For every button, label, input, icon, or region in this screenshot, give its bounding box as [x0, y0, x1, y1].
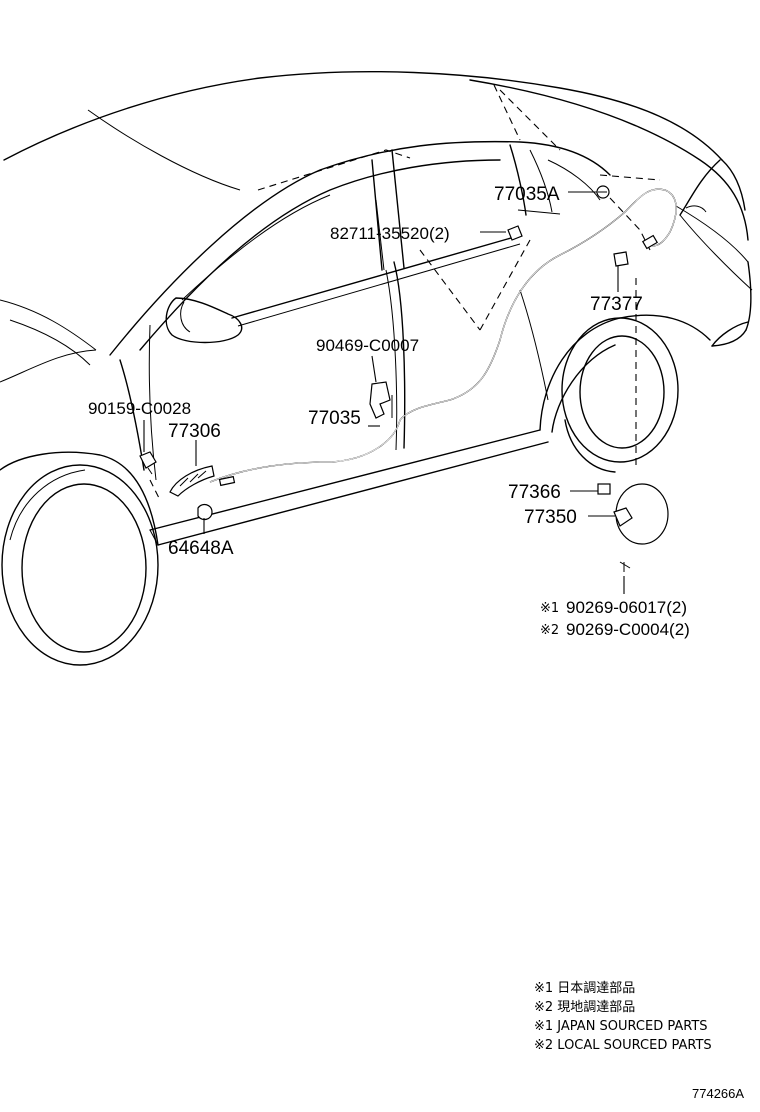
label-77035a: 77035A — [494, 184, 560, 205]
note-3: ※1 JAPAN SOURCED PARTS — [534, 1019, 708, 1034]
label-90469-c0007: 90469-C0007 — [316, 336, 419, 355]
component-shapes — [139, 185, 669, 572]
front-wheel — [1, 464, 159, 666]
label-77366: 77366 — [508, 482, 561, 503]
label-77377: 77377 — [590, 294, 643, 315]
diagram-code: 774266A — [692, 1086, 744, 1101]
lever-77306 — [169, 465, 215, 497]
dashed-callouts — [149, 84, 661, 501]
fastener-2-mark: ※2 — [540, 623, 559, 638]
label-77350: 77350 — [524, 507, 577, 528]
screw-90269 — [619, 561, 631, 572]
fuel-lid-cable — [209, 188, 677, 487]
clamp-82711 — [507, 225, 523, 241]
clip-90469 — [369, 381, 391, 419]
fastener-1-mark: ※1 — [540, 601, 559, 616]
stopper-77366 — [597, 483, 611, 495]
label-64648a: 64648A — [168, 538, 234, 559]
cover-64648a — [197, 503, 213, 521]
label-77306: 77306 — [168, 421, 221, 442]
grommet-77377 — [613, 251, 629, 267]
label-90159-c0028: 90159-C0028 — [88, 399, 191, 418]
label-82711-35520: 82711-35520(2) — [330, 224, 450, 243]
fastener-2-part: 90269-C0004(2) — [566, 620, 690, 639]
note-1: ※1 日本調達部品 — [534, 981, 635, 996]
leader-lines — [143, 191, 625, 594]
label-77035: 77035 — [308, 408, 361, 429]
note-4: ※2 LOCAL SOURCED PARTS — [534, 1038, 712, 1053]
fastener-1-part: 90269-06017(2) — [566, 598, 687, 617]
rear-wheel — [561, 317, 679, 473]
note-2: ※2 現地調達部品 — [534, 1000, 635, 1015]
bolt-90159 — [139, 451, 157, 469]
car-body-outline — [0, 70, 753, 546]
